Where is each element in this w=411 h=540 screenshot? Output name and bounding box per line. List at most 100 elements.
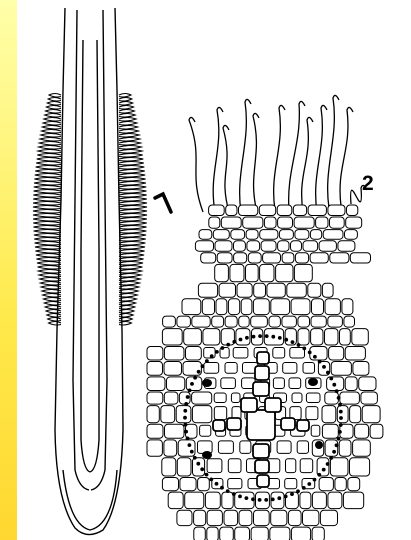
root-hair	[302, 117, 313, 212]
endodermis-dot	[290, 492, 294, 496]
root-hair	[119, 186, 146, 190]
cell	[203, 329, 220, 345]
cell	[209, 217, 220, 228]
root-hair	[36, 166, 61, 170]
cell	[312, 299, 324, 315]
endodermis-dot	[317, 473, 321, 477]
cell	[303, 363, 315, 374]
cell	[310, 230, 321, 240]
root-hair	[39, 146, 61, 150]
cell	[339, 440, 351, 456]
root-hair	[119, 190, 146, 194]
cell	[248, 253, 261, 263]
endodermis-dot	[258, 498, 262, 502]
root-hair	[119, 142, 141, 146]
root-hair-zone-right	[119, 94, 147, 326]
cell	[231, 230, 245, 240]
cell	[162, 329, 182, 345]
cell	[350, 406, 361, 423]
cell	[147, 392, 163, 404]
cell	[312, 527, 324, 540]
root-hair	[119, 138, 140, 142]
cell	[325, 440, 338, 456]
root-hair	[119, 130, 139, 134]
root-hair	[36, 258, 61, 262]
cell	[192, 316, 210, 327]
cell	[325, 299, 340, 315]
root-hair	[119, 102, 133, 106]
cell	[161, 406, 175, 423]
root-hair	[47, 314, 61, 318]
root-hair	[119, 202, 147, 206]
cell	[294, 217, 314, 228]
endodermis-dot	[238, 495, 242, 499]
root-hair	[33, 222, 61, 226]
root-hair	[33, 210, 61, 214]
cell	[329, 347, 344, 361]
root-hair	[119, 170, 145, 174]
cell	[300, 492, 311, 509]
root-hair	[119, 290, 138, 294]
root-hair	[316, 105, 327, 212]
cell	[193, 458, 205, 476]
cell	[263, 253, 281, 263]
root-hair	[35, 174, 61, 178]
root-hair	[43, 122, 61, 126]
endodermis-dot	[252, 335, 256, 339]
cell	[222, 492, 233, 509]
root-hair	[119, 234, 146, 238]
root-hair	[33, 214, 61, 218]
cell	[322, 283, 333, 297]
cell	[311, 329, 323, 345]
endodermis-dot	[322, 468, 326, 472]
root-hair	[119, 146, 141, 150]
cell	[261, 241, 276, 251]
root-hair	[39, 142, 61, 146]
cell	[350, 458, 370, 476]
cell	[306, 407, 318, 420]
endodermis-dot	[186, 437, 190, 441]
cell	[167, 377, 185, 391]
cell	[359, 377, 376, 391]
endodermis-dot	[264, 498, 268, 502]
cell	[164, 440, 177, 456]
root-hair	[119, 134, 139, 138]
root-hair	[33, 226, 61, 230]
endodermis-dot	[215, 482, 219, 486]
slide-left-accent-bar	[0, 0, 17, 540]
cell	[233, 348, 248, 359]
cell	[162, 478, 178, 491]
cell	[298, 316, 310, 327]
cell	[221, 217, 241, 228]
root-hair	[119, 114, 135, 118]
hair-zone-arrow	[155, 194, 171, 212]
cell	[276, 264, 293, 281]
cell	[221, 378, 236, 389]
cell	[216, 299, 227, 315]
cell	[303, 241, 318, 251]
cell	[209, 205, 225, 216]
cell	[345, 377, 357, 391]
cell	[177, 316, 191, 327]
root-hair	[36, 254, 61, 258]
root-hair	[289, 101, 305, 210]
root-inner-line-3	[81, 40, 90, 472]
cell	[328, 316, 343, 327]
cell	[260, 230, 278, 240]
cell	[292, 393, 302, 403]
cell	[247, 241, 260, 251]
cell	[287, 283, 307, 297]
root-hair	[47, 102, 61, 106]
cell	[322, 424, 338, 438]
cell	[311, 316, 326, 327]
cell	[303, 510, 319, 525]
cell	[235, 527, 250, 540]
root-outline	[55, 8, 123, 535]
root-hair	[48, 318, 61, 322]
cell	[328, 492, 342, 509]
cell	[226, 205, 237, 216]
root-hair	[119, 254, 144, 258]
cell	[162, 458, 176, 476]
cell	[182, 299, 201, 315]
cell	[353, 440, 371, 456]
